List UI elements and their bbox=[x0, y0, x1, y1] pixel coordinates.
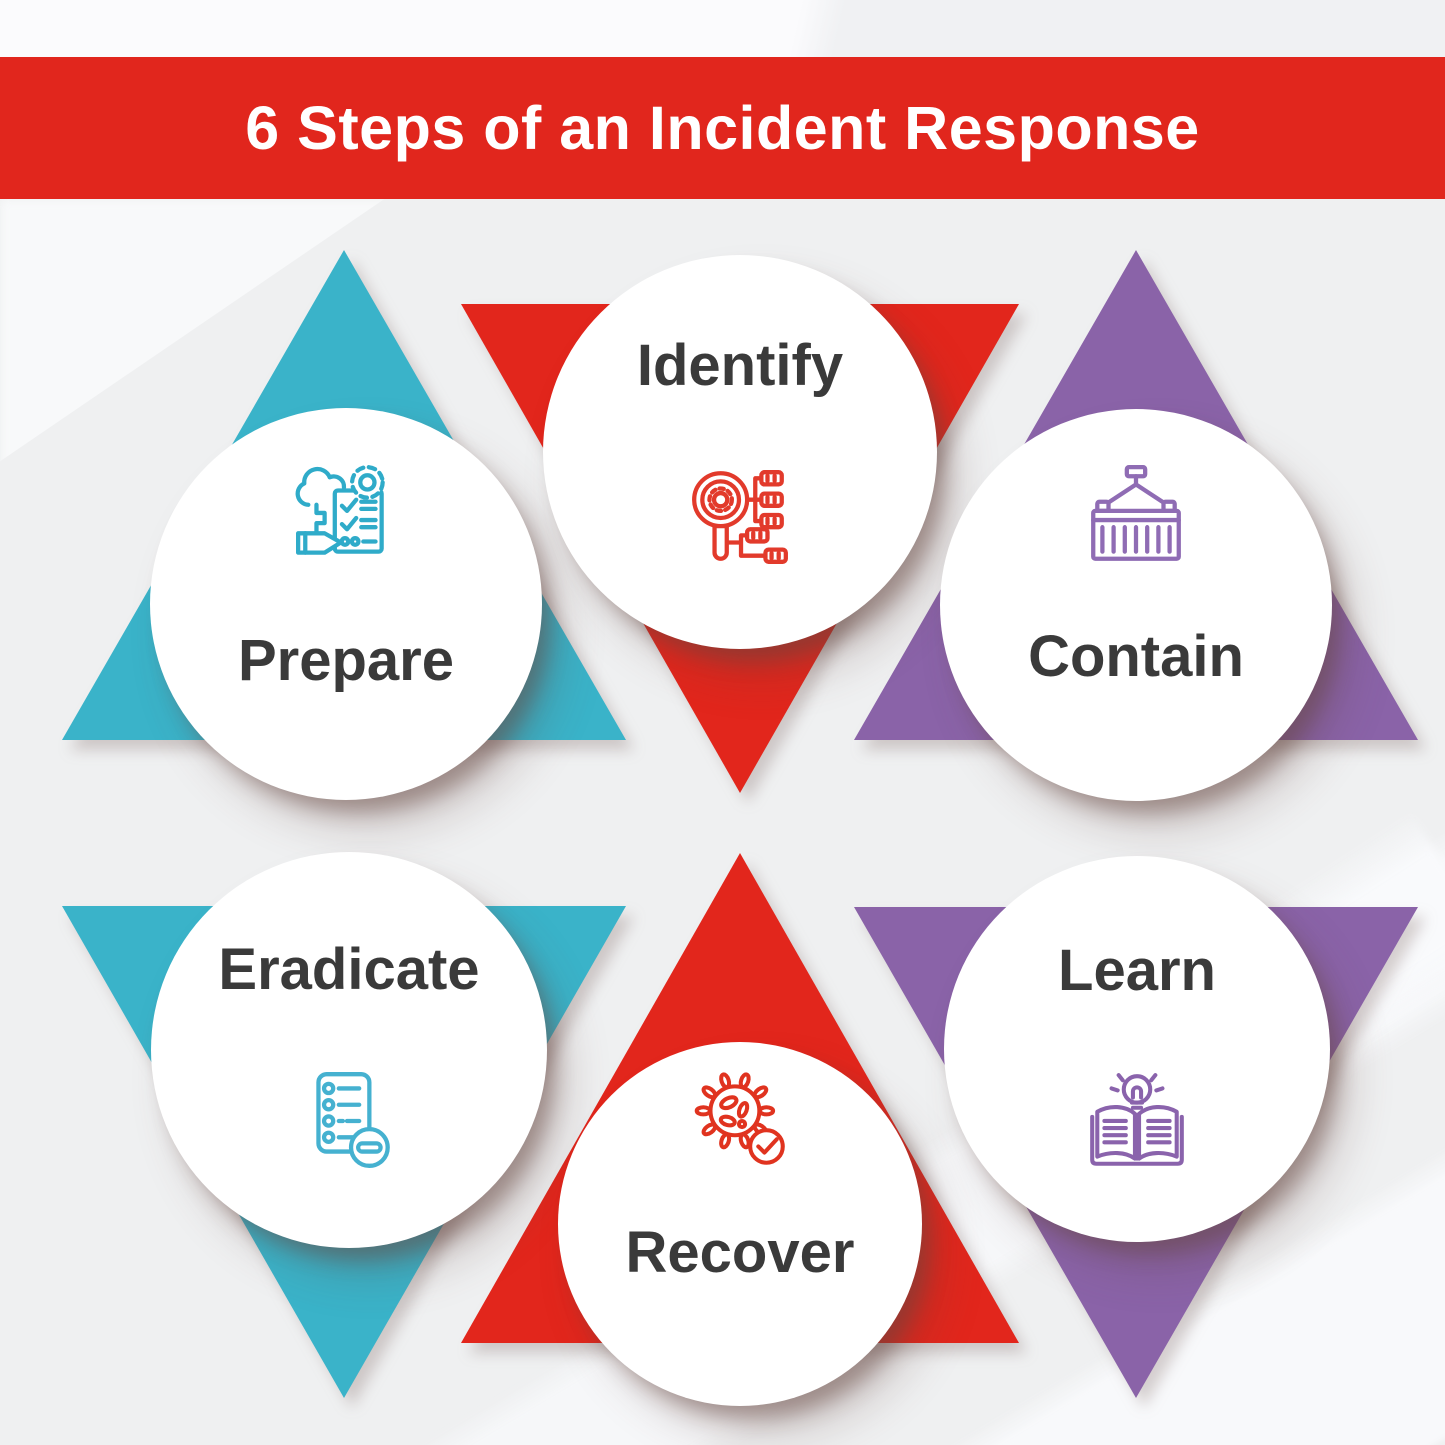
step-label: Learn bbox=[1058, 938, 1216, 1003]
step-circle-eradicate: Eradicate bbox=[151, 852, 547, 1248]
book-lightbulb-icon bbox=[1090, 1073, 1184, 1166]
background-top-strip bbox=[0, 0, 1445, 57]
title-banner: 6 Steps of an Incident Response bbox=[0, 57, 1445, 199]
checklist-remove-icon bbox=[316, 1072, 390, 1168]
page-title: 6 Steps of an Incident Response bbox=[245, 94, 1200, 162]
step-circle-contain: Contain bbox=[940, 409, 1332, 801]
step-circle-recover: Recover bbox=[558, 1042, 922, 1406]
magnifier-network-icon bbox=[692, 470, 788, 564]
step-circle-learn: Learn bbox=[944, 856, 1330, 1242]
step-circle-identify: Identify bbox=[543, 255, 937, 649]
step-label: Prepare bbox=[237, 628, 455, 693]
step-label: Contain bbox=[1028, 624, 1244, 689]
virus-check-icon bbox=[694, 1072, 785, 1165]
step-label: Eradicate bbox=[218, 937, 480, 1002]
cloud-checklist-pencil-icon bbox=[295, 464, 385, 555]
step-label: Identify bbox=[636, 333, 844, 398]
step-label: Recover bbox=[625, 1220, 855, 1285]
cargo-container-crane-icon bbox=[1091, 464, 1181, 561]
step-circle-prepare: Prepare bbox=[150, 408, 542, 800]
